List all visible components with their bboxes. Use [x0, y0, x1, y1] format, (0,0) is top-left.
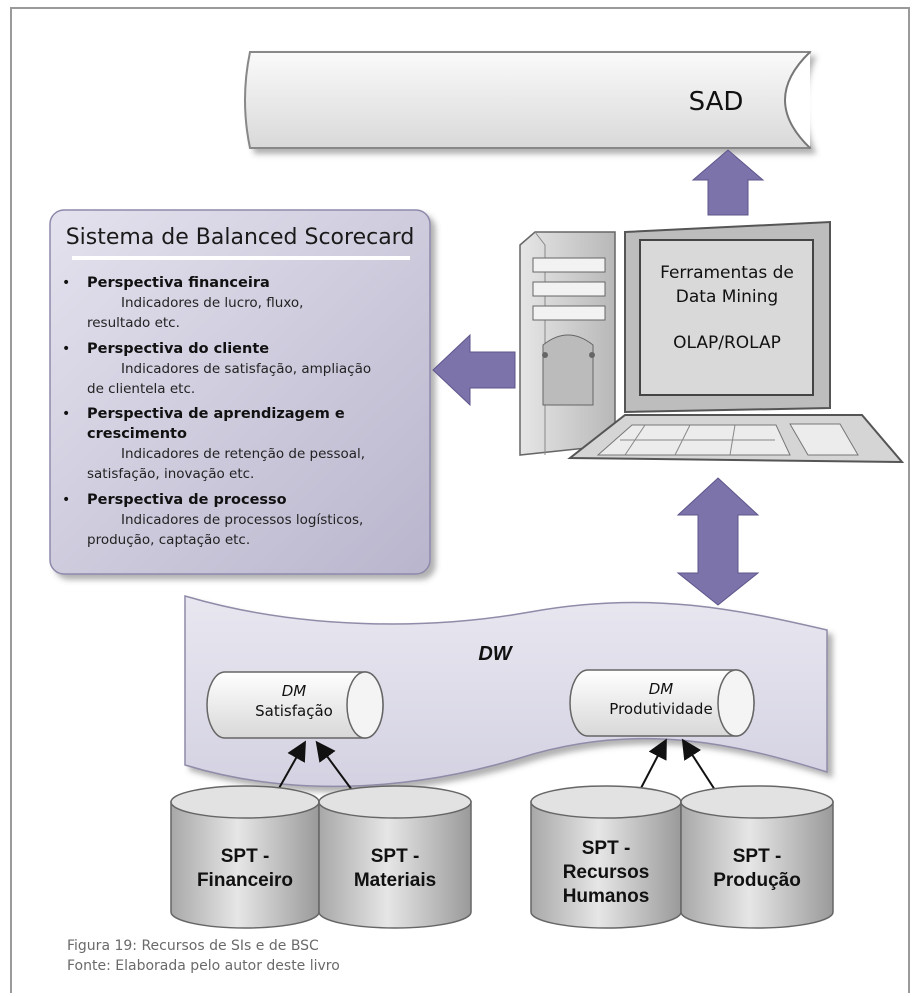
spt-producao-line-1: SPT -	[733, 846, 782, 867]
sad-label: SAD	[689, 87, 744, 117]
dm-satisfacao-tag: DM	[282, 682, 307, 700]
perspective-financeira-heading: Perspectiva financeira	[87, 275, 270, 291]
spt-producao-line-2: Produção	[713, 870, 801, 891]
spt-financeiro-line-2: Financeiro	[197, 870, 293, 891]
sad-node: SAD	[244, 51, 812, 149]
perspective-cliente-heading: Perspectiva do cliente	[87, 341, 269, 357]
dm-produtividade-name: Produtividade	[609, 700, 712, 718]
spt-recursos-humanos-cylinder: SPT - Recursos Humanos	[530, 785, 682, 929]
perspective-aprendizagem-line-2: satisfação, inovação etc.	[87, 466, 254, 482]
perspective-processo-line-2: produção, captação etc.	[87, 532, 250, 548]
perspective-aprendizagem-heading-2: crescimento	[87, 426, 187, 442]
dm-produtividade-cylinder: DM Produtividade	[569, 669, 755, 737]
bullet-3: •	[62, 406, 70, 422]
dw-banner: DW DM Satisfação DM Produtividade	[184, 594, 828, 788]
arrow-prod-to-produtividade	[681, 738, 716, 791]
perspective-financeira-line-1: Indicadores de lucro, fluxo,	[121, 295, 303, 311]
arrow-up-sad	[691, 149, 765, 216]
dm-satisfacao-cylinder: DM Satisfação	[206, 671, 384, 739]
perspective-processo-line-1: Indicadores de processos logísticos,	[121, 512, 363, 528]
dw-label: DW	[478, 643, 513, 665]
perspective-aprendizagem-line-1: Indicadores de retenção de pessoal,	[121, 446, 365, 462]
perspective-aprendizagem-heading: Perspectiva de aprendizagem e	[87, 406, 345, 422]
arrow-fin-to-satisfacao	[277, 740, 306, 791]
spt-financeiro-cylinder: SPT - Financeiro	[170, 785, 320, 929]
arrow-rh-to-produtividade	[639, 738, 667, 791]
bullet-1: •	[62, 275, 70, 291]
dm-produtividade-tag: DM	[649, 680, 674, 698]
spt-materiais-cylinder: SPT - Materiais	[318, 785, 472, 929]
bullet-2: •	[62, 341, 70, 357]
arrow-double-dw	[676, 477, 760, 606]
spt-rh-line-2: Recursos	[563, 862, 650, 883]
perspective-cliente-line-2: de clientela etc.	[87, 381, 195, 397]
bullet-4: •	[62, 492, 70, 508]
spt-materiais-line-2: Materiais	[354, 870, 436, 891]
screen-line-2: Data Mining	[676, 287, 778, 307]
dm-satisfacao-name: Satisfação	[255, 702, 333, 720]
screen-line-3: OLAP/ROLAP	[673, 333, 781, 353]
perspective-cliente-line-1: Indicadores de satisfação, ampliação	[121, 361, 371, 377]
figure-caption: Figura 19: Recursos de SIs e de BSC	[67, 938, 319, 954]
screen-line-1: Ferramentas de	[660, 263, 794, 283]
perspective-financeira-line-2: resultado etc.	[87, 315, 180, 331]
spt-rh-line-1: SPT -	[582, 838, 631, 859]
arrow-mat-to-satisfacao	[315, 740, 353, 791]
arrow-left-bsc	[432, 333, 516, 407]
perspective-processo-heading: Perspectiva de processo	[87, 492, 287, 508]
bsc-title: Sistema de Balanced Scorecard	[66, 225, 415, 250]
figure-source: Fonte: Elaborada pelo autor deste livro	[67, 958, 340, 974]
bsc-panel: Sistema de Balanced Scorecard • Perspect…	[49, 209, 431, 575]
spt-materiais-line-1: SPT -	[371, 846, 420, 867]
figure-frame	[10, 7, 910, 993]
spt-rh-line-3: Humanos	[563, 886, 650, 907]
spt-producao-cylinder: SPT - Produção	[680, 785, 834, 929]
spt-financeiro-line-1: SPT -	[221, 846, 270, 867]
computer-icon: Ferramentas de Data Mining OLAP/ROLAP	[519, 220, 905, 464]
